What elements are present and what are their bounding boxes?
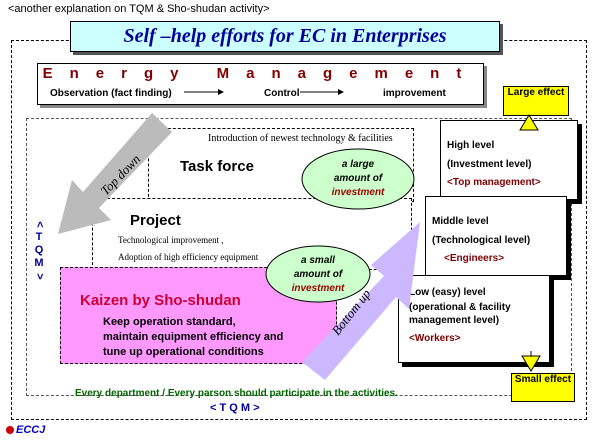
small-effect-arrow (521, 351, 541, 372)
flow-control: Control (264, 88, 300, 99)
tqm-bottom-label: < T Q M > (210, 402, 260, 414)
large-investment-line-3: investment (332, 187, 385, 198)
task-force-intro: Introduction of newest technology & faci… (208, 133, 393, 144)
low-level-title: Low (easy) level (409, 287, 486, 298)
project-line-2: Adoption of high efficiency equipment (118, 252, 259, 262)
energy-management-title: Energy Management (42, 65, 479, 82)
kaizen-line-1: Keep operation standard, (103, 316, 236, 328)
flow-arrow-2 (300, 89, 344, 95)
small-effect-label: Small effect (511, 373, 575, 402)
tqm-side-char: T (35, 231, 43, 243)
large-investment-line-2: amount of (334, 173, 384, 184)
eccj-logo: ECCJ (6, 424, 45, 436)
middle-level-box: Middle level (Technological level) <Engi… (425, 196, 567, 276)
large-effect-label: Large effect (503, 86, 569, 116)
kaizen-line-2: maintain equipment efficiency and (103, 331, 284, 343)
top-note: <another explanation on TQM & Sho-shudan… (8, 3, 270, 15)
small-investment-ellipse: a small amount of investment (265, 245, 371, 303)
large-effect-arrow (519, 114, 539, 131)
low-level-box: Low (easy) level (operational & facility… (398, 275, 550, 363)
tqm-frame (26, 118, 572, 396)
title-box: Self –help efforts for EC in Enterprises (70, 21, 500, 52)
middle-level-subtitle: (Technological level) (432, 235, 531, 246)
kaizen-line-3: tune up operational conditions (103, 346, 264, 358)
eccj-logo-icon (6, 426, 14, 435)
kaizen-title: Kaizen by Sho-shudan (80, 292, 241, 309)
participation-statement: Every department / Every parson should p… (75, 388, 398, 399)
middle-level-who: <Engineers> (444, 253, 505, 264)
flow-improvement: improvement (383, 88, 446, 99)
high-level-subtitle: (Investment level) (447, 159, 532, 170)
tqm-side-char: M (34, 257, 44, 269)
flow-arrow-1 (184, 89, 224, 95)
top-down-arrow: Top down (58, 113, 172, 234)
diagram-title: Self –help efforts for EC in Enterprises (123, 25, 447, 47)
high-level-title: High level (447, 140, 495, 151)
large-investment-ellipse: a large amount of investment (301, 148, 415, 210)
low-level-who: <Workers> (409, 333, 461, 344)
high-level-who: <Top management> (447, 177, 541, 188)
flow-observation: Observation (fact finding) (50, 88, 172, 99)
small-investment-line-3: investment (292, 283, 345, 294)
small-investment-line-2: amount of (294, 269, 344, 280)
eccj-logo-text: ECCJ (16, 424, 46, 436)
project-line-1: Technological improvement , (118, 235, 224, 245)
energy-management-box: Energy Management Observation (fact find… (37, 63, 484, 105)
low-level-subtitle-1: (operational & facility (409, 302, 511, 313)
low-level-subtitle-2: management level) (409, 315, 500, 326)
task-force-title: Task force (180, 158, 254, 175)
middle-level-title: Middle level (432, 216, 489, 227)
large-investment-line-1: a large (342, 159, 375, 170)
tqm-side-char: Q (34, 244, 44, 256)
high-level-box: High level (Investment level) <Top manag… (440, 120, 578, 200)
small-investment-line-1: a small (301, 255, 335, 266)
project-title: Project (130, 212, 181, 229)
